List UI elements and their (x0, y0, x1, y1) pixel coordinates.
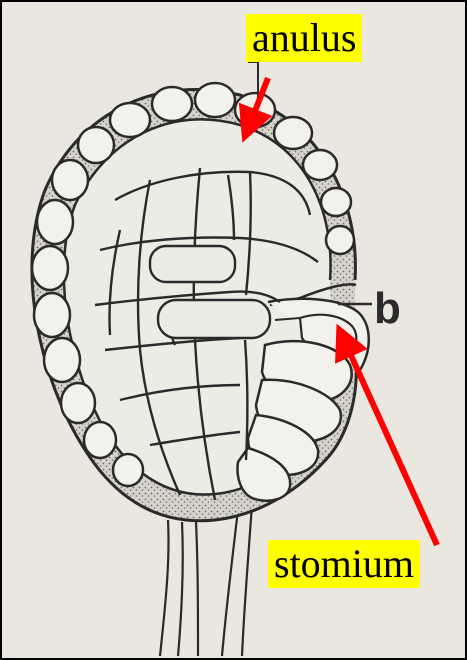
letter-b-label: b (374, 284, 401, 334)
stomium-arrow (344, 340, 437, 545)
stomium-label: stomium (268, 540, 420, 588)
stalk (160, 505, 252, 656)
anulus-label: anulus (246, 14, 362, 62)
